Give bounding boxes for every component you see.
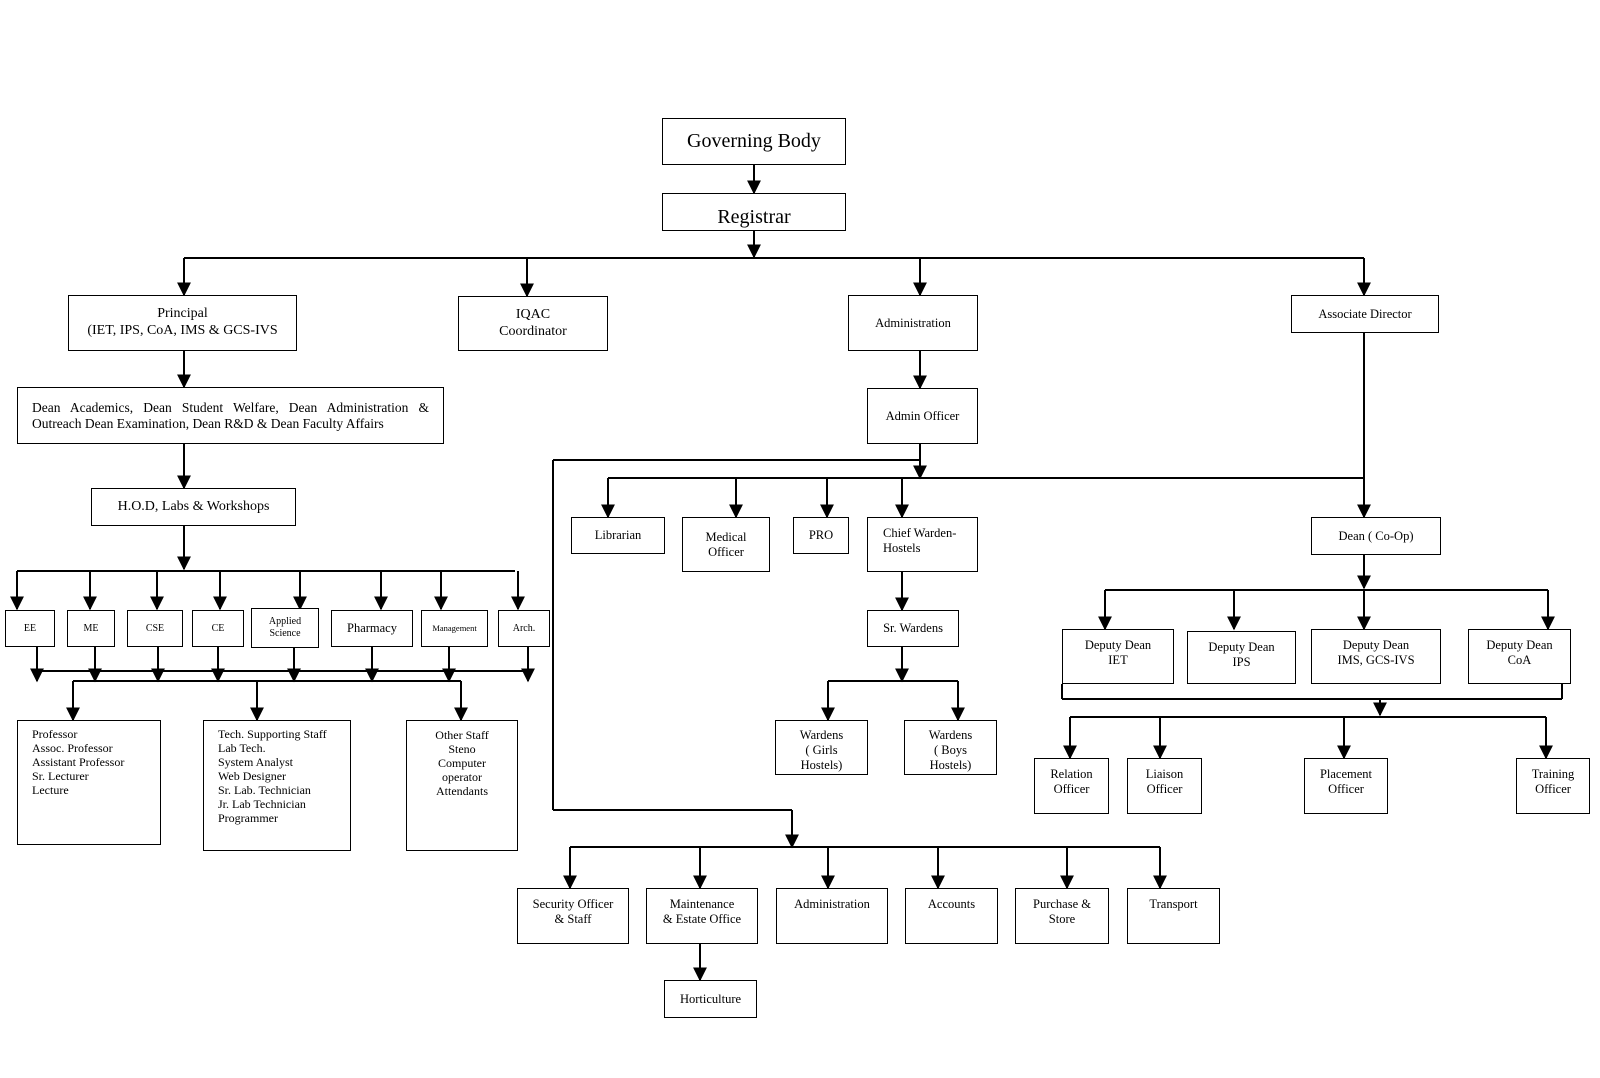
dean-coop-box: Dean ( Co-Op) [1311,517,1441,555]
pro-box: PRO [793,517,849,554]
placement-officer-box: Placement Officer [1304,758,1388,814]
deputy-dean-ims-box: Deputy Dean IMS, GCS-IVS [1311,629,1441,684]
deputy-dean-coa-box: Deputy Dean CoA [1468,629,1571,684]
deans-box: Dean Academics, Dean Student Welfare, De… [17,387,444,444]
associate-director-box: Associate Director [1291,295,1439,333]
dept-me-box: ME [67,610,115,647]
hod-labs-workshops-box: H.O.D, Labs & Workshops [91,488,296,526]
registrar-box: Registrar [662,193,846,231]
administration-support-box: Administration [776,888,888,944]
wardens-girls-box: Wardens ( Girls Hostels) [775,720,868,775]
medical-officer-box: Medical Officer [682,517,770,572]
purchase-store-box: Purchase & Store [1015,888,1109,944]
other-staff-box: Other Staff Steno Computer operator Atte… [406,720,518,851]
sr-wardens-box: Sr. Wardens [867,610,959,647]
deputy-dean-ips-box: Deputy Dean IPS [1187,631,1296,684]
dept-arch-box: Arch. [498,610,550,647]
security-officer-box: Security Officer & Staff [517,888,629,944]
dept-applied-science-box: Applied Science [251,608,319,648]
chief-warden-box: Chief Warden- Hostels [867,517,978,572]
wardens-boys-box: Wardens ( Boys Hostels) [904,720,997,775]
faculty-box: Professor Assoc. Professor Assistant Pro… [17,720,161,845]
dept-ce-box: CE [192,610,244,647]
connector-lines [10,165,1563,982]
liaison-officer-box: Liaison Officer [1127,758,1202,814]
dept-ee-box: EE [5,610,55,647]
deputy-dean-iet-box: Deputy Dean IET [1062,629,1174,684]
dept-pharmacy-box: Pharmacy [331,610,413,647]
maintenance-estate-box: Maintenance & Estate Office [646,888,758,944]
administration-box: Administration [848,295,978,351]
librarian-box: Librarian [571,517,665,554]
dept-management-box: Management [421,610,488,647]
transport-box: Transport [1127,888,1220,944]
tech-supporting-staff-box: Tech. Supporting Staff Lab Tech. System … [203,720,351,851]
relation-officer-box: Relation Officer [1034,758,1109,814]
accounts-box: Accounts [905,888,998,944]
iqac-coordinator-box: IQAC Coordinator [458,296,608,351]
admin-officer-box: Admin Officer [867,388,978,444]
dept-cse-box: CSE [127,610,183,647]
training-officer-box: Training Officer [1516,758,1590,814]
horticulture-box: Horticulture [664,980,757,1018]
governing-body-box: Governing Body [662,118,846,165]
principal-box: Principal (IET, IPS, CoA, IMS & GCS-IVS [68,295,297,351]
